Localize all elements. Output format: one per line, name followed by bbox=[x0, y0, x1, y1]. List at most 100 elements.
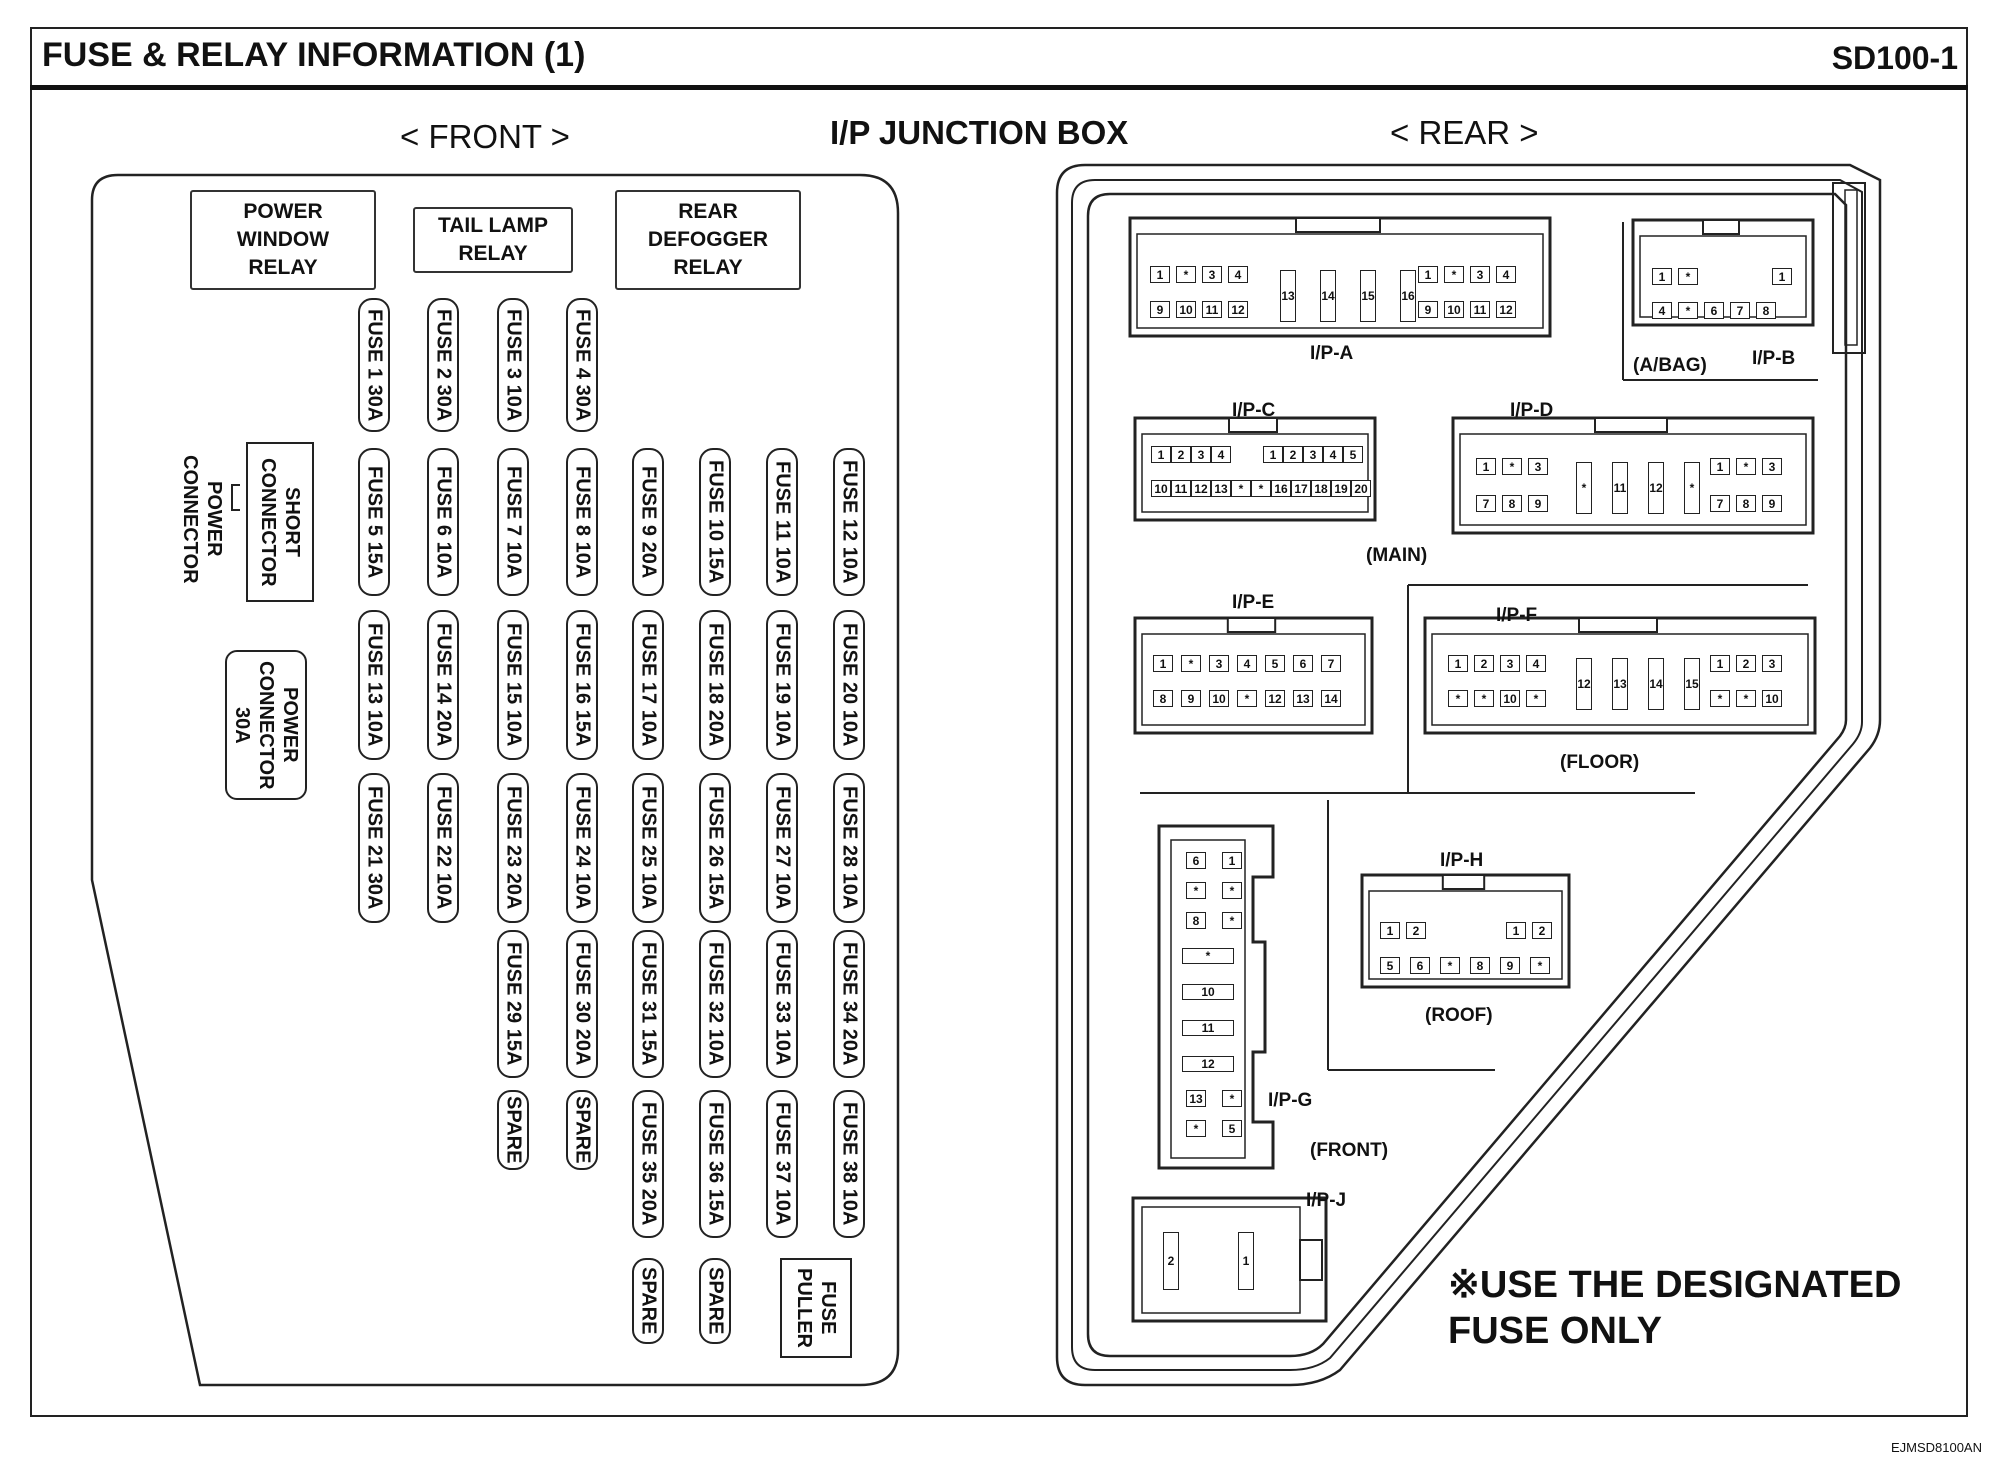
connector-pin: 9 bbox=[1528, 495, 1548, 512]
fuse-12: FUSE 12 10A bbox=[833, 448, 865, 596]
fuse-21: FUSE 21 30A bbox=[358, 773, 390, 923]
connector-pin: * bbox=[1444, 266, 1464, 283]
connector-pin: * bbox=[1222, 912, 1242, 929]
connector-pin: 13 bbox=[1612, 658, 1628, 710]
connector-pin: 11 bbox=[1202, 301, 1222, 318]
connector-pin: 12 bbox=[1265, 690, 1285, 707]
connector-pin: * bbox=[1502, 458, 1522, 475]
connector-pin: 6 bbox=[1410, 957, 1430, 974]
rear-defogger-relay: REAR DEFOGGER RELAY bbox=[615, 190, 801, 290]
connector-pin: 12 bbox=[1576, 658, 1592, 710]
power-window-relay: POWER WINDOW RELAY bbox=[190, 190, 376, 290]
connector-pin: * bbox=[1530, 957, 1550, 974]
connector-pin: 4 bbox=[1211, 446, 1231, 463]
connector-pin: 1 bbox=[1153, 655, 1173, 672]
connector-ipf bbox=[1423, 616, 1817, 735]
fuse-29: FUSE 29 15A bbox=[497, 930, 529, 1078]
connector-pin: 5 bbox=[1265, 655, 1285, 672]
connector-pin: 5 bbox=[1380, 957, 1400, 974]
spare-fuse: SPARE bbox=[699, 1258, 731, 1344]
connector-pin: 15 bbox=[1360, 270, 1376, 322]
connector-pin: 10 bbox=[1182, 984, 1234, 1000]
connector-pin: 8 bbox=[1470, 957, 1490, 974]
connector-pin: * bbox=[1182, 948, 1234, 964]
connector-pin: 11 bbox=[1182, 1020, 1234, 1036]
fuse-24: FUSE 24 10A bbox=[566, 773, 598, 923]
connector-pin: * bbox=[1448, 690, 1468, 707]
connector-pin: 4 bbox=[1652, 302, 1672, 319]
connector-pin: * bbox=[1186, 882, 1206, 899]
spare-fuse: SPARE bbox=[566, 1090, 598, 1170]
power-connector-label: POWER CONNECTOR bbox=[179, 454, 225, 584]
fuse-26: FUSE 26 15A bbox=[699, 773, 731, 923]
connector-pin: 4 bbox=[1496, 266, 1516, 283]
connector-ipc bbox=[1133, 416, 1377, 522]
connector-pin: 7 bbox=[1730, 302, 1750, 319]
diagram-frame bbox=[30, 27, 1968, 1417]
connector-pin: * bbox=[1186, 1120, 1206, 1137]
connector-pin: 3 bbox=[1191, 446, 1211, 463]
connector-pin: 6 bbox=[1704, 302, 1724, 319]
fuse-23: FUSE 23 20A bbox=[497, 773, 529, 923]
connector-pin: 11 bbox=[1470, 301, 1490, 318]
connector-pin: 9 bbox=[1762, 495, 1782, 512]
fuse-6: FUSE 6 10A bbox=[427, 448, 459, 596]
fuse-17: FUSE 17 10A bbox=[632, 610, 664, 760]
connector-pin: 1 bbox=[1418, 266, 1438, 283]
connector-pin: 3 bbox=[1202, 266, 1222, 283]
connector-pin: 14 bbox=[1648, 658, 1664, 710]
connector-pin: 19 bbox=[1331, 480, 1351, 497]
fuse-9: FUSE 9 20A bbox=[632, 448, 664, 596]
connector-pin: 7 bbox=[1321, 655, 1341, 672]
connector-pin: * bbox=[1176, 266, 1196, 283]
connector-pin: 9 bbox=[1150, 301, 1170, 318]
connector-pin: 3 bbox=[1762, 655, 1782, 672]
connector-pin: * bbox=[1440, 957, 1460, 974]
connector-pin: 12 bbox=[1191, 480, 1211, 497]
connector-pin: 1 bbox=[1380, 922, 1400, 939]
connector-pin: * bbox=[1736, 690, 1756, 707]
connector-pin: 13 bbox=[1186, 1090, 1206, 1107]
connector-ipb-sub: (A/BAG) bbox=[1633, 355, 1707, 376]
connector-pin: 10 bbox=[1176, 301, 1196, 318]
fuse-10: FUSE 10 15A bbox=[699, 448, 731, 596]
fuse-38: FUSE 38 10A bbox=[833, 1090, 865, 1238]
fuse-3: FUSE 3 10A bbox=[497, 298, 529, 432]
connector-ipe-label: I/P-E bbox=[1232, 592, 1275, 613]
connector-pin: 10 bbox=[1762, 690, 1782, 707]
connector-ipf-sub: (FLOOR) bbox=[1560, 752, 1640, 773]
connector-pin: 10 bbox=[1209, 690, 1229, 707]
rear-panel-outer bbox=[1055, 163, 1882, 1387]
header-rule bbox=[30, 85, 1968, 90]
connector-ipd-sub: (MAIN) bbox=[1366, 545, 1428, 566]
front-label: < FRONT > bbox=[400, 118, 570, 155]
connector-pin: * bbox=[1678, 302, 1698, 319]
tail-lamp-relay: TAIL LAMP RELAY bbox=[413, 207, 573, 273]
connector-pin: 13 bbox=[1293, 690, 1313, 707]
rear-panel-mid bbox=[1071, 179, 1863, 1371]
connector-pin: 10 bbox=[1151, 480, 1171, 497]
connector-pin: 12 bbox=[1182, 1056, 1234, 1072]
fuse-22: FUSE 22 10A bbox=[427, 773, 459, 923]
connector-pin: 13 bbox=[1211, 480, 1231, 497]
connector-pin: 4 bbox=[1323, 446, 1343, 463]
connector-pin: 2 bbox=[1736, 655, 1756, 672]
fuse-2: FUSE 2 30A bbox=[427, 298, 459, 432]
connector-pin: * bbox=[1222, 1090, 1242, 1107]
short-connector: SHORT CONNECTOR bbox=[246, 442, 314, 602]
connector-iph-label: I/P-H bbox=[1440, 850, 1484, 871]
fuse-4: FUSE 4 30A bbox=[566, 298, 598, 432]
connector-ipj bbox=[1131, 1196, 1328, 1323]
fuse-31: FUSE 31 15A bbox=[632, 930, 664, 1078]
connector-ipc-label: I/P-C bbox=[1232, 400, 1276, 421]
connector-pin: 9 bbox=[1500, 957, 1520, 974]
connector-pin: * bbox=[1181, 655, 1201, 672]
fuse-1: FUSE 1 30A bbox=[358, 298, 390, 432]
fuse-5: FUSE 5 15A bbox=[358, 448, 390, 596]
connector-iph bbox=[1360, 873, 1571, 989]
connector-pin: 4 bbox=[1228, 266, 1248, 283]
fuse-7: FUSE 7 10A bbox=[497, 448, 529, 596]
connector-ipd-label: I/P-D bbox=[1510, 400, 1554, 421]
connector-pin: * bbox=[1237, 690, 1257, 707]
connector-pin: 10 bbox=[1500, 690, 1520, 707]
